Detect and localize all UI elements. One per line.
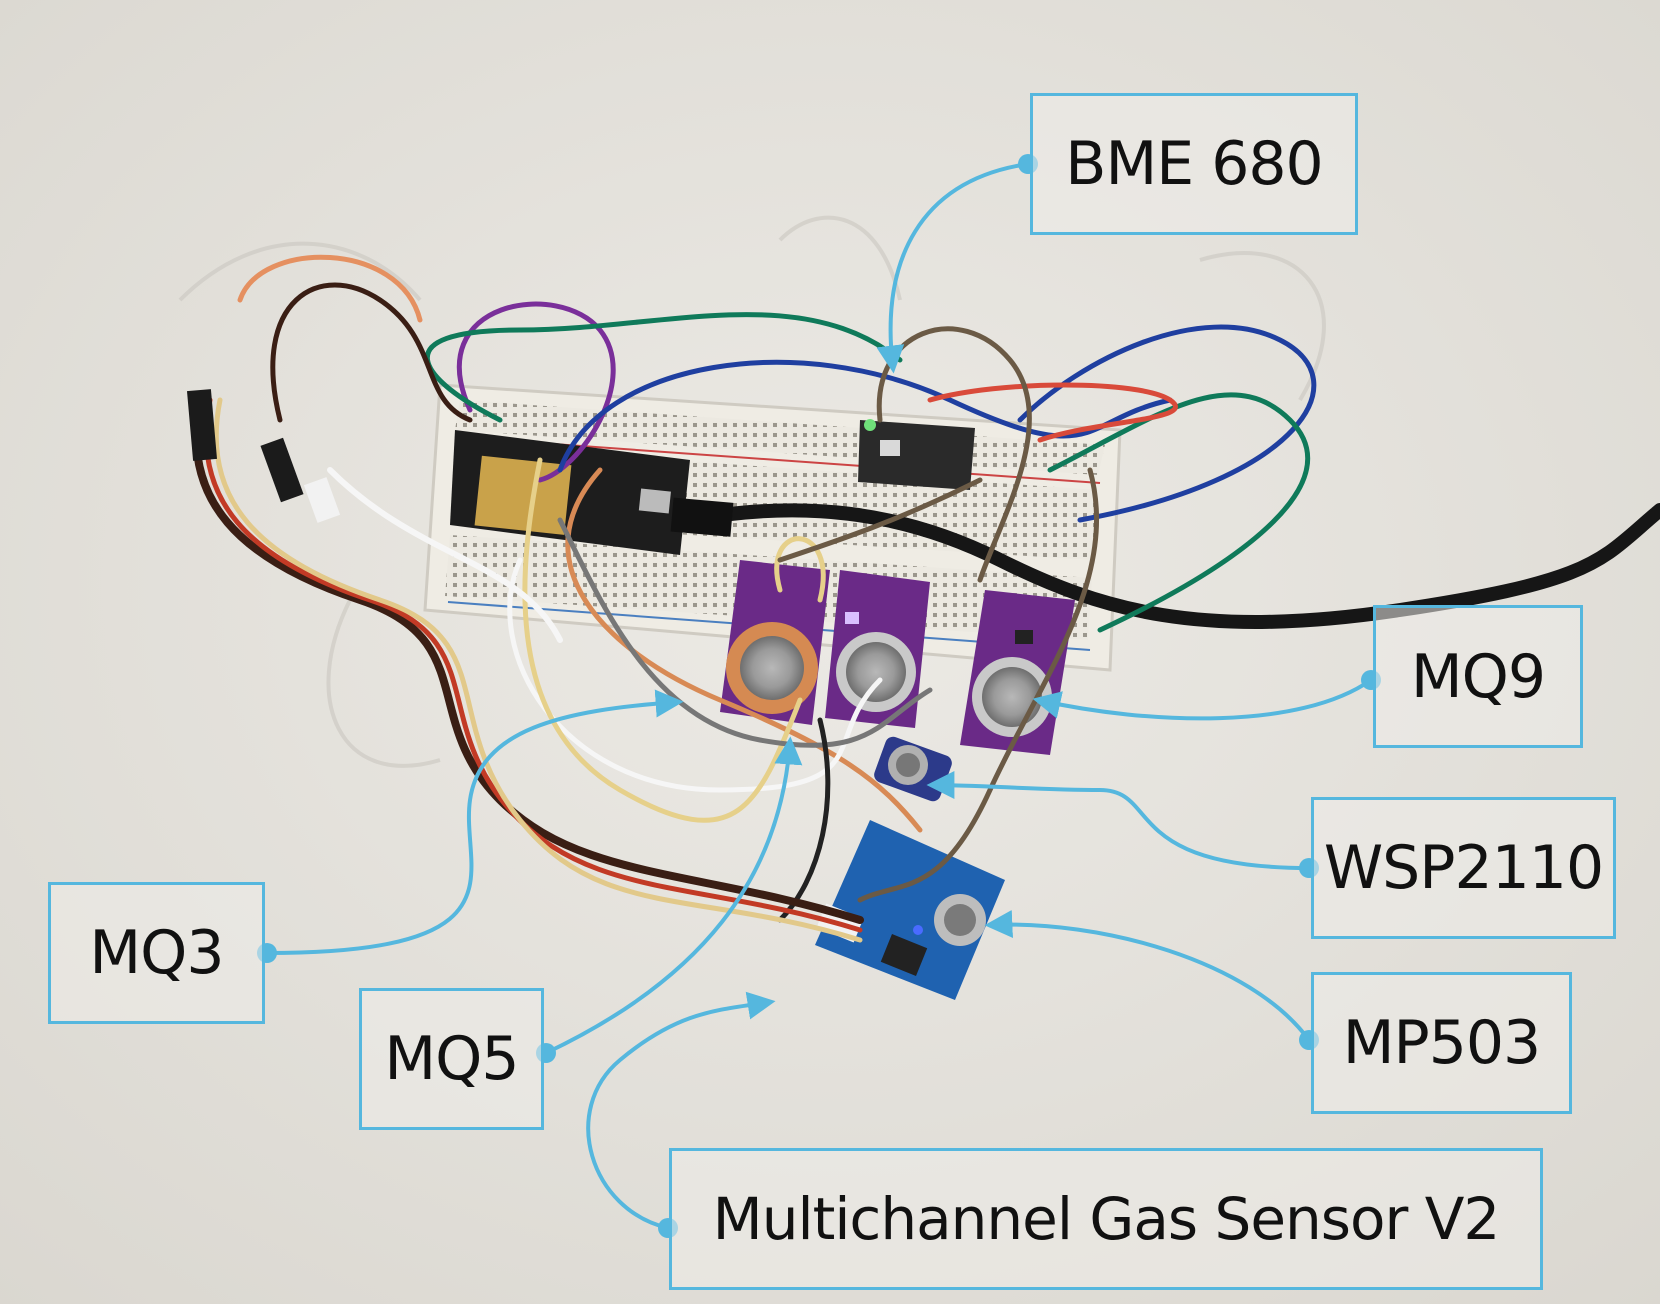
jumper-wires [425,301,1317,923]
mp503-label: MP503 [1311,972,1572,1114]
mq5-breakout [825,570,930,728]
microcontroller-board [450,430,690,555]
mp503-label-text: MP503 [1342,1008,1541,1078]
usb-cable [683,503,1660,629]
bme680-board [858,419,975,490]
wsp2110-label: WSP2110 [1311,797,1616,939]
bme680-label: BME 680 [1030,93,1358,235]
multichannel-gas-sensor-label-text: Multichannel Gas Sensor V2 [712,1185,1501,1253]
mq5-label: MQ5 [359,988,544,1130]
mq9-label-text: MQ9 [1410,641,1546,712]
multichannel-gas-sensor-label: Multichannel Gas Sensor V2 [669,1148,1543,1290]
mq3-breakout [720,560,830,725]
mq9-label: MQ9 [1373,605,1583,748]
bme680-label-text: BME 680 [1065,129,1323,199]
mq5-label-text: MQ5 [384,1024,519,1094]
mq3-label-text: MQ3 [89,918,224,988]
usb-plug [670,497,734,537]
mq3-label: MQ3 [48,882,265,1024]
wsp2110-label-text: WSP2110 [1323,833,1604,903]
